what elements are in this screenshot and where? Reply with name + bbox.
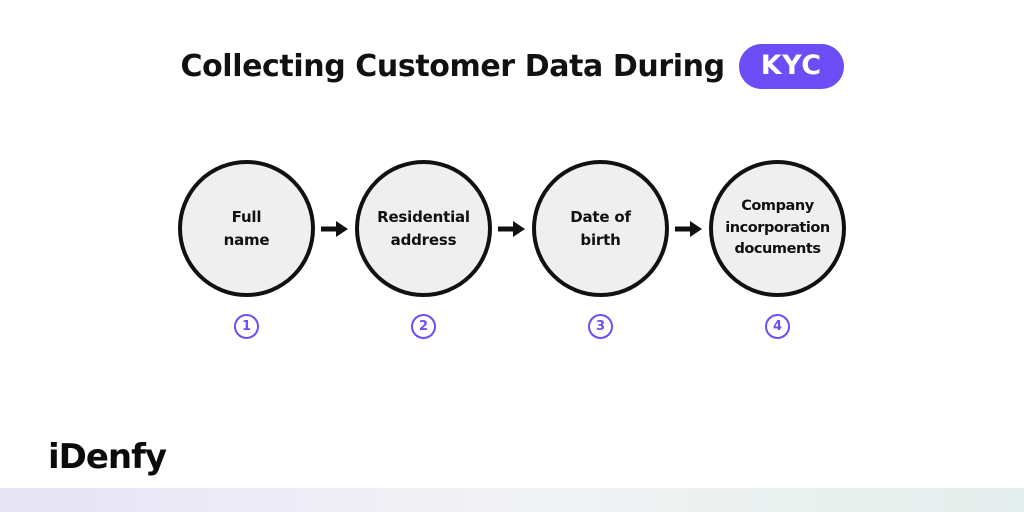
idenfy-logo: iDenfy [48, 437, 167, 477]
arrow-right-icon [315, 160, 355, 297]
step-label: Residential address [377, 208, 470, 249]
arrow-right-icon [492, 160, 532, 297]
step-label: Company incorporation documents [725, 197, 830, 258]
flow-step-3: Date of birth 3 [532, 160, 669, 339]
process-flow: Full name 1 Residential address 2 Da [0, 160, 1024, 339]
step-label: Date of birth [570, 208, 631, 249]
step-bubble: Date of birth [532, 160, 669, 297]
title-text: Collecting Customer Data During [180, 49, 725, 84]
arrow-right-icon [669, 160, 709, 297]
step-label: Full name [223, 208, 270, 249]
bottom-gradient-strip [0, 488, 1024, 512]
step-bubble: Residential address [355, 160, 492, 297]
step-number-badge: 1 [234, 314, 259, 339]
step-number-badge: 4 [765, 314, 790, 339]
flow-step-4: Company incorporation documents 4 [709, 160, 846, 339]
step-bubble: Company incorporation documents [709, 160, 846, 297]
page-title: Collecting Customer Data During KYC [0, 44, 1024, 89]
kyc-badge: KYC [738, 44, 844, 89]
step-number-badge: 2 [411, 314, 436, 339]
step-bubble: Full name [178, 160, 315, 297]
step-number-badge: 3 [588, 314, 613, 339]
flow-step-2: Residential address 2 [355, 160, 492, 339]
flow-step-1: Full name 1 [178, 160, 315, 339]
